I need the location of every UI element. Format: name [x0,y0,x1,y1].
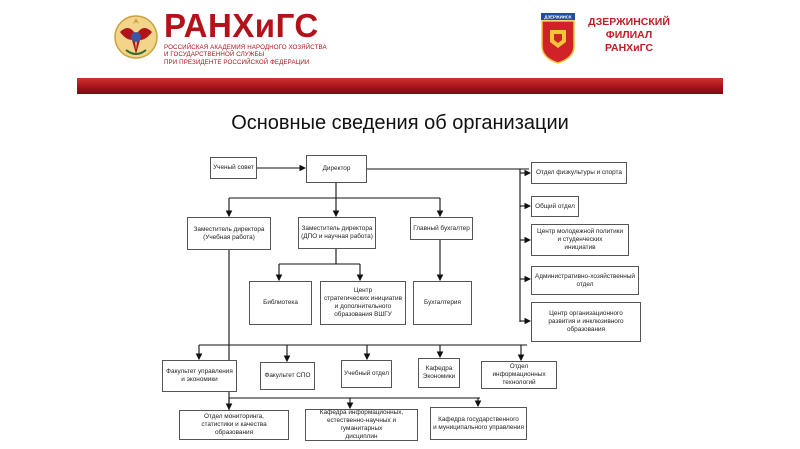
ranepa-eagle-logo-icon [112,10,160,62]
box-accounting: Бухгалтерия [413,281,472,325]
box-academic-council: Ученый совет [210,157,257,179]
brand-subtitle-1: РОССИЙСКАЯ АКАДЕМИЯ НАРОДНОГО ХОЗЯЙСТВА [164,44,327,51]
box-youth-center: Центр молодежной политики и студенческих… [531,224,629,256]
box-admin-dept: Административно-хозяйственный отдел [531,266,639,295]
header-red-bar [77,78,723,94]
page-title: Основные сведения об организации [231,112,569,134]
box-faculty-spo: Факультет СПО [260,362,315,390]
brand-block: РАНХиГС РОССИЙСКАЯ АКАДЕМИЯ НАРОДНОГО ХО… [164,8,327,66]
brand-subtitle-3: ПРИ ПРЕЗИДЕНТЕ РОССИЙСКОЙ ФЕДЕРАЦИИ [164,58,310,66]
box-chair-economics: Кафедра Экономики [418,358,460,388]
box-monitoring-dept: Отдел мониторинга, статистики и качества… [179,410,289,440]
box-it-dept: Отдел информационных технологий [481,361,557,389]
box-chair-it-humanities: Кафедра информационных, естественно-науч… [305,409,418,441]
box-deputy-research: Заместитель директора (ДПО и научная раб… [298,217,376,249]
dzerzhinsk-city-emblem-icon: ДЗЕРЖИНСК [540,12,576,64]
box-deputy-academic: Заместитель директора (Учебная работа) [187,217,271,250]
box-general-dept: Общий отдел [531,196,579,217]
branch-name: ДЗЕРЖИНСКИЙ ФИЛИАЛ РАНХиГС [584,16,674,55]
branch-line-1: ДЗЕРЖИНСКИЙ [588,16,670,28]
box-director: Директор [306,155,367,183]
box-faculty-mgmt: Факультет управления и экономики [162,360,237,392]
box-chair-state-mgmt: Кафедра государственного и муниципальног… [430,407,527,440]
branch-line-3: РАНХиГС [604,42,654,54]
branch-line-2: ФИЛИАЛ [605,29,653,41]
box-org-dev-center: Центр организационного развития и инклюз… [531,302,641,342]
box-chief-accountant: Главный бухгалтер [410,217,473,240]
brand-name: РАНХиГС [164,7,319,44]
box-academic-dept: Учебный отдел [341,360,392,388]
emblem-label: ДЗЕРЖИНСК [544,14,572,19]
box-sports-dept: Отдел физкультуры и спорта [531,162,627,184]
box-library: Библиотека [249,281,312,325]
box-strategic-center: Центр стратегических инициатив и дополни… [320,281,406,325]
brand-subtitle-2: И ГОСУДАРСТВЕННОЙ СЛУЖБЫ [164,51,265,59]
